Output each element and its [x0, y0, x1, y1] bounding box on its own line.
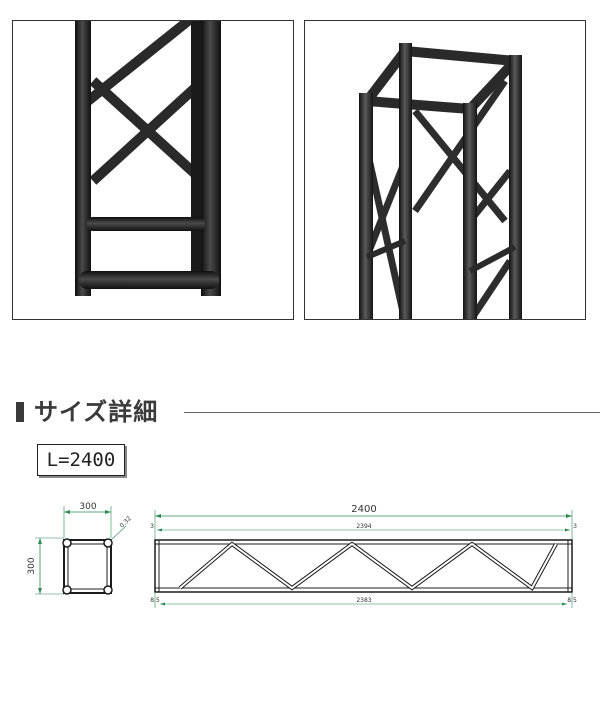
size-detail-heading: サイズ詳細 [14, 396, 600, 430]
truss-photo-closeup [12, 20, 294, 320]
heading-divider [184, 412, 600, 413]
cross-tube-label: 0.32 [118, 515, 133, 530]
end-margin-label-right: 8.5 [567, 597, 577, 604]
length-label: L=2400 [37, 444, 125, 476]
inner-length-label: 2394 [356, 523, 371, 530]
cross-section-view: 300 300 0.32 [27, 502, 133, 595]
heading-title: サイズ詳細 [34, 398, 159, 426]
end-small-label-left: 3 [150, 523, 154, 530]
truss-perspective-illustration [359, 43, 522, 319]
cross-height-label: 300 [27, 557, 37, 574]
side-view: 2400 2394 3 3 2383 8.5 8.5 [150, 504, 577, 608]
overall-length-label: 2400 [351, 504, 376, 515]
end-margin-label-left: 8.5 [150, 597, 160, 604]
truss-closeup-illustration [75, 21, 221, 296]
truss-photo-perspective [304, 20, 586, 320]
cross-width-label: 300 [79, 502, 96, 512]
end-small-label-right: 3 [573, 523, 577, 530]
lower-length-label: 2383 [356, 597, 371, 604]
heading-bar-icon [16, 402, 24, 422]
truss-dimension-drawing: 300 300 0.32 2400 2394 3 3 [27, 502, 577, 608]
